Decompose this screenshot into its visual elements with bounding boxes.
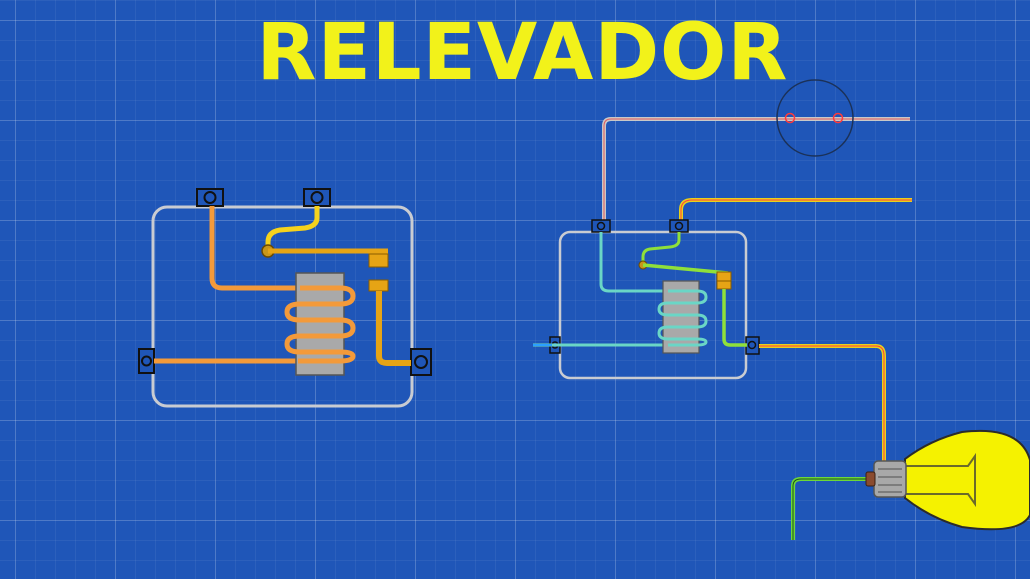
armature-contact-bottom xyxy=(368,279,389,292)
terminal-right xyxy=(745,336,760,355)
page-title: RELEVADOR xyxy=(256,8,789,98)
contact-wire-green xyxy=(641,232,681,265)
probe-circle xyxy=(776,79,854,157)
relay-left-housing xyxy=(151,205,414,408)
terminal-top-right xyxy=(669,219,689,233)
supply-wire-yellow-core xyxy=(680,199,912,224)
return-wire-green-core xyxy=(792,478,875,540)
relay-left xyxy=(138,188,432,408)
relay-right-core xyxy=(662,280,700,354)
relay-right xyxy=(533,79,912,540)
bulb-glass xyxy=(904,429,1030,531)
armature-contact-top xyxy=(368,253,389,268)
bulb-filament xyxy=(905,452,976,508)
load-wire-core xyxy=(759,345,885,463)
coil-wire-top-cyan xyxy=(599,232,668,293)
terminal-right xyxy=(410,348,432,376)
contact-wire xyxy=(265,206,320,251)
output-wire-green xyxy=(722,289,747,347)
armature-contact-right-lower xyxy=(716,280,732,290)
armature-contact-right xyxy=(716,271,732,282)
load-wire xyxy=(759,344,886,463)
relay-left-coil xyxy=(284,285,356,364)
terminal-top-left xyxy=(196,188,224,207)
probe-dot-left xyxy=(784,112,796,124)
terminal-top-right xyxy=(303,188,331,207)
relay-right-housing xyxy=(558,230,748,380)
return-wire-green xyxy=(791,477,875,540)
terminal-left xyxy=(138,348,155,374)
armature-arm-right xyxy=(642,263,729,275)
coil-wire-top xyxy=(209,206,300,291)
supply-wire-yellow xyxy=(679,198,912,224)
phase-wire-top xyxy=(602,117,910,224)
bulb-tip xyxy=(865,471,876,487)
probe-dot-right xyxy=(832,112,844,124)
terminal-top-left xyxy=(591,219,611,233)
light-bulb xyxy=(865,429,1030,531)
output-wire xyxy=(376,291,411,366)
phase-wire-top-core xyxy=(603,118,910,224)
relay-right-coil xyxy=(657,289,708,347)
bulb-base-threads xyxy=(878,468,902,493)
